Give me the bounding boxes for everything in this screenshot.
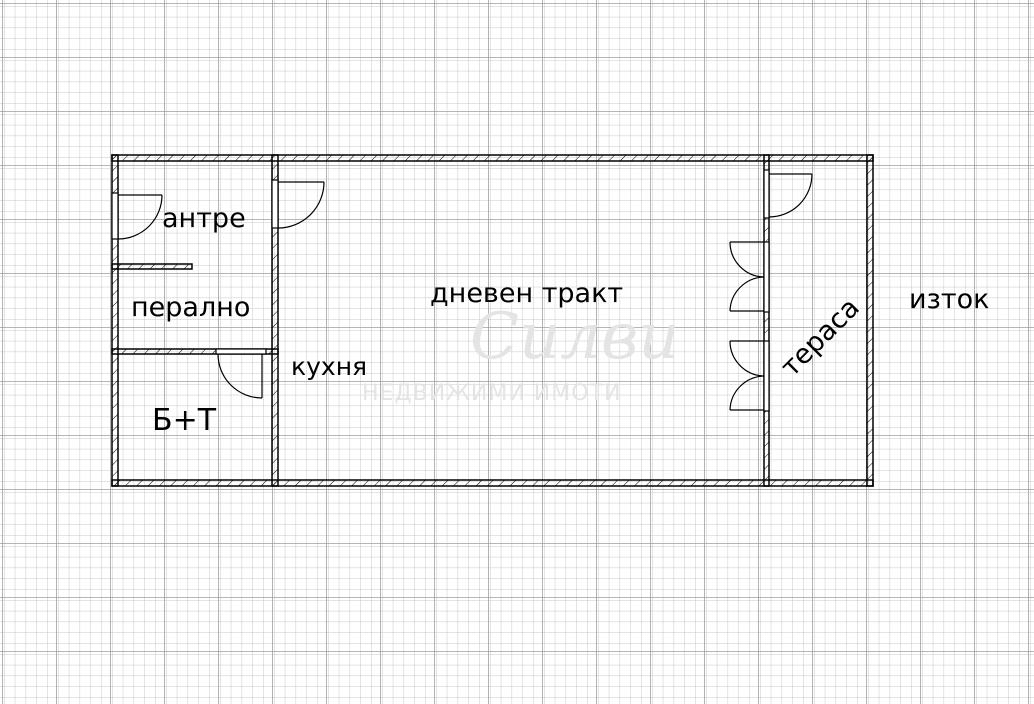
watermark: Силви НЕДВИЖИМИ ИМОТИ xyxy=(362,300,679,406)
orientation-label-east: изток xyxy=(909,284,989,315)
svg-text:НЕДВИЖИМИ ИМОТИ: НЕДВИЖИМИ ИМОТИ xyxy=(362,381,621,406)
walls xyxy=(111,154,874,487)
bathroom-door-icon xyxy=(215,348,267,399)
room-label-living: дневен тракт xyxy=(430,278,623,309)
doors xyxy=(111,169,813,412)
room-label-kitchen: кухня xyxy=(291,352,367,381)
inner-wall-kitchen xyxy=(271,154,279,487)
outer-wall-top xyxy=(111,154,874,162)
room-label-entrance: антре xyxy=(162,203,246,234)
entrance-door-icon xyxy=(111,192,163,240)
partition-laundry xyxy=(111,263,193,270)
svg-text:Силви: Силви xyxy=(470,300,679,374)
room-label-bathroom: Б+Т xyxy=(152,403,217,438)
kitchen-door-icon xyxy=(271,179,325,229)
french-door-upper-icon xyxy=(729,241,770,313)
french-door-lower-icon xyxy=(729,340,770,412)
partition-bathroom xyxy=(111,348,279,355)
inner-wall-terrace xyxy=(763,154,770,487)
room-label-laundry: перално xyxy=(131,292,250,323)
outer-wall-right xyxy=(866,154,874,487)
outer-wall-left xyxy=(111,154,119,487)
outer-wall-bottom xyxy=(111,479,874,487)
terrace-door-icon xyxy=(763,169,813,219)
